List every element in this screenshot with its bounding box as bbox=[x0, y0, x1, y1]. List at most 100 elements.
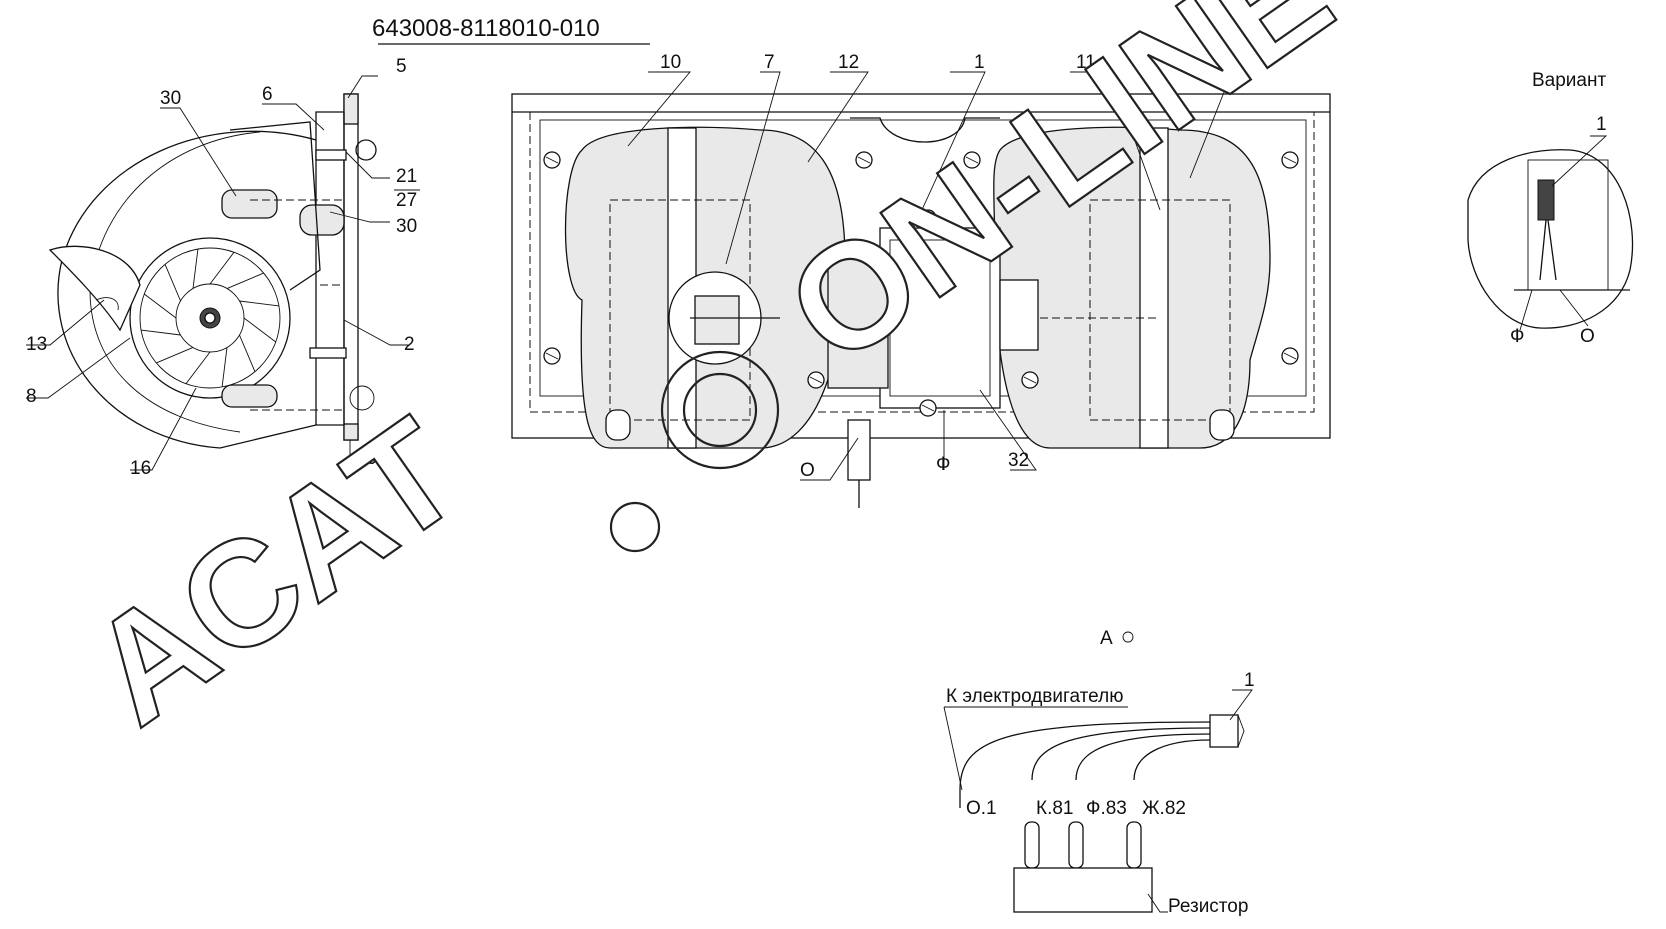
watermark-dot bbox=[609, 501, 661, 553]
clamp-strip-right bbox=[1139, 127, 1169, 449]
variant-wire-f bbox=[1539, 219, 1547, 281]
view-a-label: А bbox=[1100, 628, 1113, 649]
screw-slot bbox=[921, 214, 935, 222]
watermark-word1: ACAT bbox=[60, 386, 489, 756]
leader-12 bbox=[807, 71, 869, 163]
leader-8 bbox=[26, 337, 131, 399]
label-9: 9 bbox=[1226, 52, 1237, 73]
top-bracket bbox=[229, 121, 321, 291]
leader-13 bbox=[26, 299, 105, 346]
fan-blade bbox=[185, 351, 211, 385]
screw-21 bbox=[315, 149, 347, 161]
seal-bottom bbox=[343, 423, 359, 441]
motor-end-cap bbox=[999, 279, 1039, 351]
harness-label: 1 bbox=[1244, 670, 1255, 691]
foot-left bbox=[605, 409, 631, 441]
foot-right bbox=[1209, 409, 1235, 441]
view-a-wiring: А К электродвигателю 1 О.1 К.81 Ф.83 Ж.8… bbox=[943, 628, 1255, 917]
wire-o1 bbox=[959, 721, 1211, 808]
leader-variant-1 bbox=[1551, 135, 1608, 187]
seal-hatched bbox=[694, 295, 740, 345]
leader-2 bbox=[343, 319, 408, 346]
label-27: 27 bbox=[396, 190, 417, 211]
fan-blade bbox=[209, 251, 235, 285]
label-11: 11 bbox=[1076, 52, 1096, 73]
fan-outer-ring bbox=[129, 237, 291, 399]
leader-16 bbox=[130, 387, 197, 471]
seal-top bbox=[343, 93, 359, 125]
left-side-view: 5 6 30 21 27 30 2 13 8 16 19 bbox=[26, 56, 420, 479]
label-16: 16 bbox=[130, 458, 151, 479]
leader-11 bbox=[1070, 71, 1161, 211]
housing-back bbox=[315, 111, 345, 426]
label-30-upper: 30 bbox=[160, 88, 181, 109]
fan-inner-ring bbox=[139, 247, 281, 389]
fan-blade bbox=[221, 347, 228, 388]
harness-break bbox=[1237, 714, 1245, 748]
label-1-main: 1 bbox=[974, 52, 985, 73]
clip-13 bbox=[95, 297, 119, 311]
label-7: 7 bbox=[764, 52, 775, 73]
wire-k81 bbox=[1031, 727, 1211, 781]
leader-1-main bbox=[909, 71, 986, 237]
connector-o bbox=[847, 419, 871, 481]
fan-blade bbox=[192, 248, 199, 289]
motor-winding bbox=[889, 239, 991, 397]
fan-blades bbox=[140, 248, 280, 388]
motor-brush-holder bbox=[827, 257, 889, 389]
watermark-ring-outer bbox=[660, 350, 780, 470]
label-19: 19 bbox=[356, 448, 377, 469]
fan-blade bbox=[226, 272, 264, 289]
label-2: 2 bbox=[404, 334, 415, 355]
fan-blade bbox=[143, 293, 177, 319]
leader-6 bbox=[262, 103, 325, 131]
variant-label-o: О bbox=[1580, 326, 1595, 347]
screw-slot bbox=[545, 156, 559, 164]
variant-outline bbox=[1467, 149, 1634, 329]
label-o-main: О bbox=[800, 460, 815, 481]
leader-9 bbox=[1189, 71, 1233, 179]
screw-slot bbox=[857, 156, 871, 164]
harness-leader bbox=[1229, 689, 1253, 721]
label-32: 32 bbox=[1008, 450, 1029, 471]
leader-10 bbox=[627, 71, 691, 147]
watermark: ACAT bbox=[59, 385, 490, 757]
center-bracket bbox=[850, 117, 1000, 143]
label-6: 6 bbox=[262, 84, 273, 105]
resistor-pin bbox=[1068, 821, 1084, 869]
leader-7 bbox=[725, 71, 781, 265]
screw-slot bbox=[921, 404, 935, 412]
label-12: 12 bbox=[838, 52, 859, 73]
resistor-label: Резистор bbox=[1168, 896, 1248, 917]
leader-variant-f bbox=[1519, 289, 1533, 331]
screw-slot bbox=[545, 352, 559, 360]
terminal-zh82: Ж.82 bbox=[1142, 798, 1186, 819]
washer-27 bbox=[355, 139, 377, 161]
terminal-o1: О.1 bbox=[966, 798, 997, 819]
label-10: 10 bbox=[660, 52, 681, 73]
screw-slot bbox=[965, 156, 979, 164]
fan-blade bbox=[156, 347, 194, 364]
variant-connector bbox=[1537, 179, 1555, 221]
wire-f83 bbox=[1075, 733, 1211, 781]
label-8: 8 bbox=[26, 386, 37, 407]
to-motor-label: К электродвигателю bbox=[946, 686, 1123, 707]
fan-blade bbox=[239, 334, 256, 372]
screw-slot bbox=[809, 376, 823, 384]
to-motor-leader bbox=[943, 706, 963, 791]
hidden-lines-left bbox=[250, 199, 344, 411]
view-a-marker bbox=[1122, 631, 1134, 643]
screw-slot bbox=[1283, 156, 1297, 164]
motor-body bbox=[879, 227, 1001, 409]
resistor-pins bbox=[1024, 821, 1142, 869]
fan-shaft-center bbox=[204, 312, 216, 324]
variant-label-f: Ф bbox=[1510, 326, 1524, 347]
resistor-pin bbox=[1126, 821, 1142, 869]
variant-wire-o bbox=[1547, 219, 1557, 281]
variant-label-1: 1 bbox=[1596, 114, 1607, 135]
screw-slot bbox=[1283, 352, 1297, 360]
label-21: 21 bbox=[396, 166, 417, 187]
variant-title: Вариант bbox=[1532, 70, 1606, 91]
label-5: 5 bbox=[396, 56, 407, 77]
watermark-ring-inner bbox=[682, 372, 758, 448]
